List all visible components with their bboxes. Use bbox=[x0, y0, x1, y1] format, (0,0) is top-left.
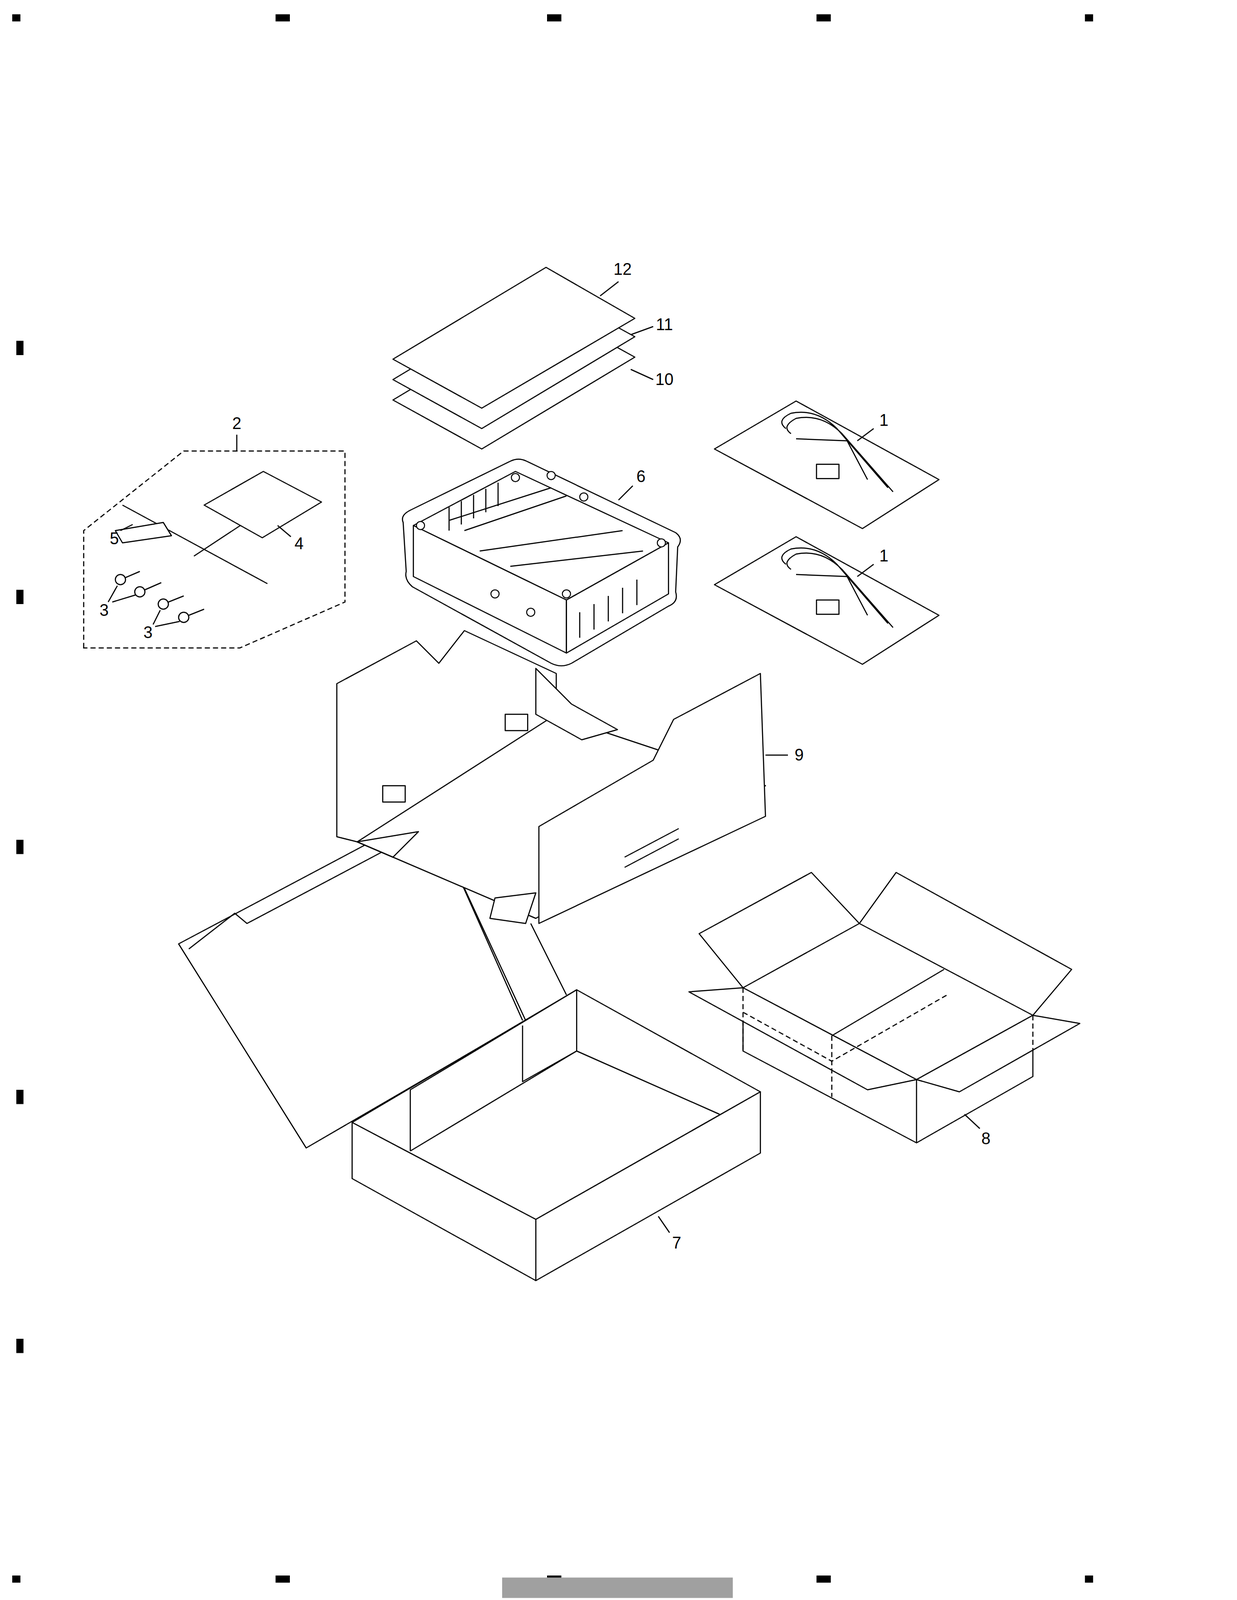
callout-number: 9 bbox=[794, 747, 804, 764]
callout-number: 11 bbox=[655, 316, 673, 333]
callout-number: 10 bbox=[655, 371, 674, 388]
callout-number: 1 bbox=[879, 547, 889, 565]
callout-number: 8 bbox=[981, 1130, 991, 1148]
callout-number: 12 bbox=[613, 261, 632, 278]
callout-number: 7 bbox=[672, 1235, 682, 1252]
callout-number: 4 bbox=[294, 535, 304, 553]
callout-number: 1 bbox=[879, 412, 889, 429]
callout-number: 5 bbox=[109, 530, 119, 548]
callout-number: 2 bbox=[232, 415, 242, 432]
callout-number: 3 bbox=[143, 624, 153, 641]
callout-number: 6 bbox=[636, 468, 646, 485]
callout-number: 3 bbox=[99, 602, 109, 619]
